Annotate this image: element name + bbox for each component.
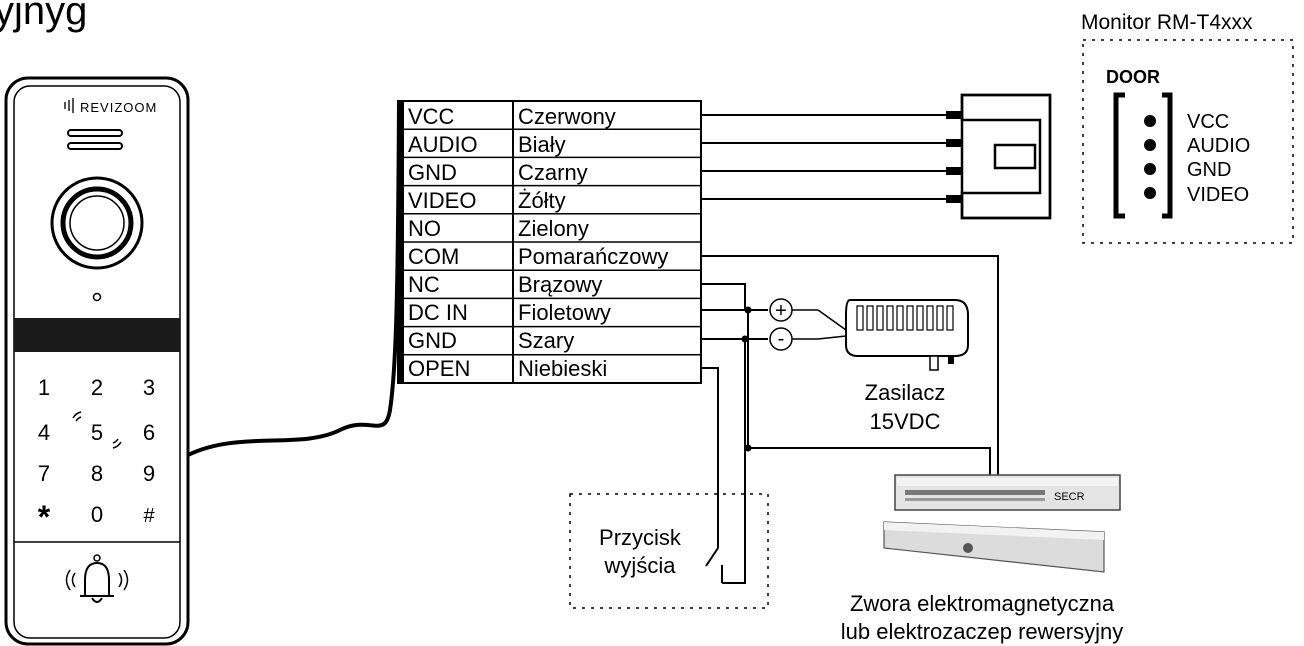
terminal-color: Szary xyxy=(518,328,574,353)
junction-dot xyxy=(744,306,752,314)
speaker-grille xyxy=(67,129,123,137)
magnetic-lock: SECR Zwora elektromagnetyczna lub elektr… xyxy=(841,474,1123,644)
wire-com xyxy=(701,255,999,475)
power-supply: + - Zasilacz 15VDC xyxy=(769,298,969,434)
monitor-pin xyxy=(1144,115,1156,127)
terminal-color: Czerwony xyxy=(518,104,616,129)
terminal-signal: AUDIO xyxy=(408,132,478,157)
junction-dot xyxy=(741,335,749,343)
exit-button-label: wyjścia xyxy=(604,553,677,578)
exit-button-label: Przycisk xyxy=(599,525,682,550)
terminal-color: Pomarańczowy xyxy=(518,244,668,269)
terminal-color: Niebieski xyxy=(518,356,607,381)
key-4: 4 xyxy=(38,420,50,445)
terminal-signal: OPEN xyxy=(408,356,470,381)
terminal-signal: GND xyxy=(408,328,457,353)
power-caption: 15VDC xyxy=(870,409,941,434)
terminal-color: Biały xyxy=(518,132,566,157)
plus-sign: + xyxy=(775,300,787,322)
key-star: * xyxy=(38,499,51,535)
exit-button-box: Przycisk wyjścia xyxy=(569,493,769,609)
terminal-color: Czarny xyxy=(518,160,588,185)
monitor-plug xyxy=(946,93,1052,220)
door-panel: REVIZOOM 1 2 3 4 5 6 7 8 9 * 0 # xyxy=(4,76,190,646)
terminal-color: Fioletowy xyxy=(518,300,611,325)
key-3: 3 xyxy=(143,375,155,400)
monitor-title: Monitor RM-T4xxx xyxy=(1081,11,1253,34)
key-8: 8 xyxy=(91,461,103,486)
power-adapter-icon xyxy=(845,299,969,371)
key-7: 7 xyxy=(38,461,50,486)
name-label-band xyxy=(14,318,180,352)
nfc-icon xyxy=(72,411,122,449)
terminal-signal: COM xyxy=(408,244,459,269)
monitor-pin xyxy=(1144,187,1156,199)
wire-open xyxy=(701,367,719,548)
terminal-color: Brązowy xyxy=(518,272,602,297)
monitor-pin xyxy=(1144,163,1156,175)
terminal-signal: DC IN xyxy=(408,300,468,325)
wires xyxy=(701,114,999,584)
key-9: 9 xyxy=(143,461,155,486)
keypad: 1 2 3 4 5 6 7 8 9 * 0 # xyxy=(38,375,156,535)
monitor-pin xyxy=(1144,139,1156,151)
terminal-color: Żółty xyxy=(518,188,566,213)
terminal-signal: NO xyxy=(408,216,441,241)
partial-title: yjnyg xyxy=(0,0,87,33)
panel-cable xyxy=(187,99,401,457)
bell-icon xyxy=(65,554,129,603)
terminal-block: VCC Czerwony AUDIO Biały GND Czarny VIDE… xyxy=(397,100,702,384)
terminal-signal: VCC xyxy=(408,104,455,129)
key-6: 6 xyxy=(143,420,155,445)
switch-contact xyxy=(705,547,719,567)
brand-text: REVIZOOM xyxy=(80,100,157,115)
key-2: 2 xyxy=(91,375,103,400)
terminal-color: Zielony xyxy=(518,216,589,241)
brand-logo: REVIZOOM xyxy=(64,98,157,115)
door-label: DOOR xyxy=(1106,67,1160,87)
led-indicator xyxy=(92,292,102,302)
wire-lock-plus xyxy=(747,310,991,475)
monitor-pin-label: GND xyxy=(1187,159,1231,181)
lock-brand: SECR xyxy=(1054,491,1085,503)
power-caption: Zasilacz xyxy=(865,380,946,405)
monitor-pin-label: VCC xyxy=(1187,111,1229,133)
junction-dot xyxy=(744,444,752,452)
monitor-pin-label: VIDEO xyxy=(1187,184,1249,206)
monitor-box: Monitor RM-T4xxx DOOR VCC AUDIO GND VIDE… xyxy=(1081,11,1294,244)
key-hash: # xyxy=(143,505,155,527)
key-1: 1 xyxy=(38,375,50,400)
terminal-signal: GND xyxy=(408,160,457,185)
camera-icon xyxy=(50,176,144,270)
key-0: 0 xyxy=(91,502,103,527)
minus-sign: - xyxy=(778,328,785,350)
key-5: 5 xyxy=(91,420,103,445)
terminal-signal: VIDEO xyxy=(408,188,476,213)
lock-caption: Zwora elektromagnetyczna xyxy=(850,591,1115,616)
lock-caption: lub elektrozaczep rewersyjny xyxy=(841,619,1123,644)
wire-nc xyxy=(701,283,746,310)
wire-exit-return xyxy=(722,339,746,584)
terminal-signal: NC xyxy=(408,272,440,297)
monitor-pin-label: AUDIO xyxy=(1187,135,1250,157)
